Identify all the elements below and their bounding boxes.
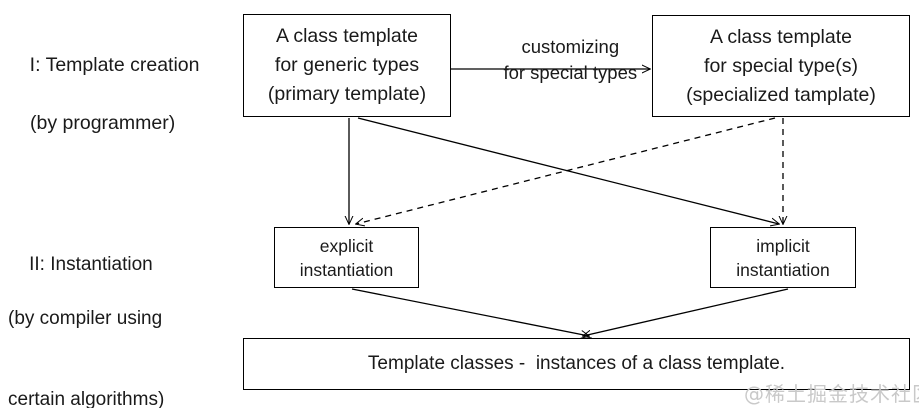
box-specialized-line-3: (specialized tamplate) xyxy=(686,83,876,106)
edge-label-customizing: customizing for special types xyxy=(462,8,658,112)
box-implicit-instantiation[interactable]: implicit instantiation xyxy=(710,227,856,288)
box-specialized-line-2: for special type(s) xyxy=(704,54,858,77)
edge-implicit-to-result xyxy=(583,288,789,336)
box-specialized-template[interactable]: A class template for special type(s) (sp… xyxy=(652,15,910,117)
box-primary-line-3: (primary template) xyxy=(267,83,427,105)
box-explicit-instantiation[interactable]: explicit instantiation xyxy=(274,227,419,288)
edge-label-line-2: for special types xyxy=(503,62,638,83)
edge-specialized-to-explicit xyxy=(356,117,776,224)
edge-label-line-1: customizing xyxy=(521,36,620,57)
phase-1-title: I: Template creation xyxy=(29,54,200,76)
phase-2-title: II: Instantiation xyxy=(29,254,153,275)
box-template-classes-line-1: Template classes - instances of a class … xyxy=(367,353,786,374)
box-primary-template[interactable]: A class template for generic types (prim… xyxy=(243,14,451,117)
box-explicit-line-2: instantiation xyxy=(299,259,394,280)
phase-2-label: II: Instantiation (by compiler using cer… xyxy=(8,224,234,408)
box-implicit-line-1: implicit xyxy=(756,235,810,256)
edge-explicit-to-result xyxy=(351,288,589,336)
box-specialized-line-1: A class template xyxy=(710,25,852,48)
phase-1-label: I: Template creation (by programmer) xyxy=(8,22,234,196)
phase-2-subtitle-line-2: certain algorithms) xyxy=(8,389,165,408)
phase-2-subtitle-line-1: (by compiler using xyxy=(8,308,163,329)
box-primary-line-1: A class template xyxy=(276,25,418,47)
box-primary-line-2: for generic types xyxy=(274,54,420,76)
edge-primary-to-implicit xyxy=(357,117,779,224)
box-implicit-line-2: instantiation xyxy=(736,259,830,280)
watermark: @稀土掘金技术社区 xyxy=(744,382,919,406)
phase-1-subtitle: (by programmer) xyxy=(30,112,176,134)
box-explicit-line-1: explicit xyxy=(319,235,374,256)
box-template-classes[interactable]: Template classes - instances of a class … xyxy=(243,338,910,390)
